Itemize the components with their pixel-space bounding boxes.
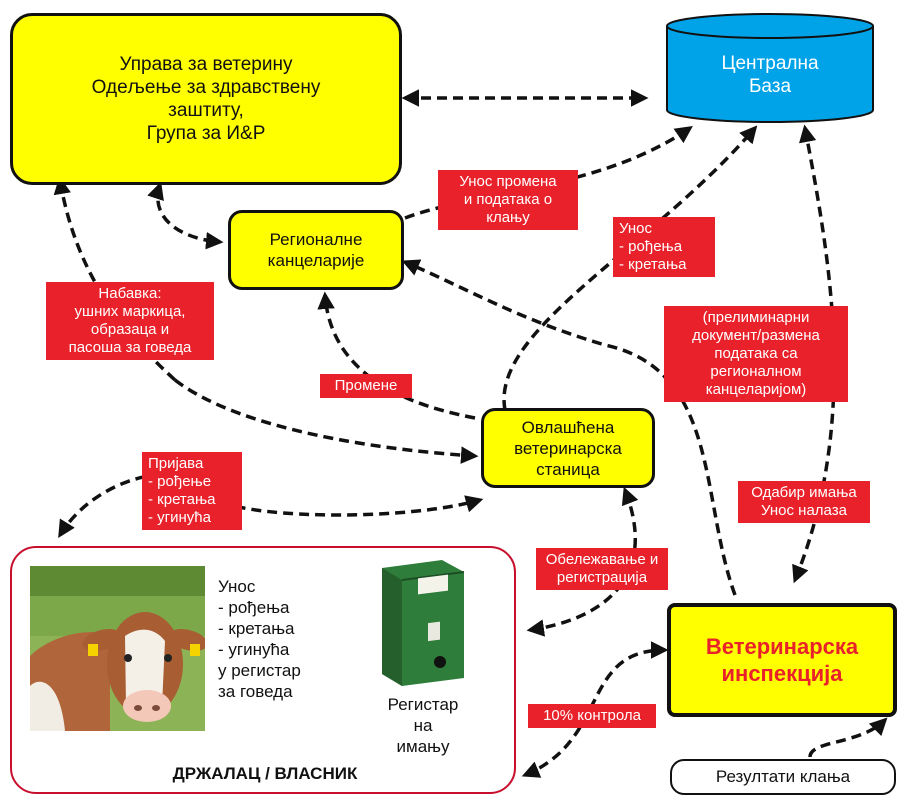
uprava-node: Управа за ветерину Одељење за здравствен… [10, 13, 402, 185]
binder-icon [382, 560, 465, 686]
label-prijava: Пријава - рођење - кретања - угинућа [142, 452, 242, 530]
arrow-rezultati-inspekcija [808, 717, 888, 758]
label-preliminarni: (прелиминарни документ/размена података … [664, 306, 848, 402]
regionalne-node: Регионалне канцеларије [228, 210, 404, 290]
cow-image [30, 566, 205, 731]
arrow-regionalne-baza [404, 126, 693, 220]
uprava-text: Управа за ветерину Одељење за здравствен… [91, 54, 321, 144]
arrow-stanica-regionalne [317, 291, 476, 420]
baza-text: Централна База [721, 53, 819, 97]
arrow-stanica-baza [502, 125, 758, 411]
owner-unos-text: Унос - рођења - кретања - угинућа у реги… [218, 577, 301, 701]
arrow-owner-stanica [526, 486, 639, 637]
arrow-prijava [58, 472, 484, 538]
database-icon [666, 13, 874, 123]
inspekcija-node: Ветеринарска инспекција [667, 603, 897, 717]
label-unos-promena: Унос промена и података о клању [438, 170, 578, 230]
rezultati-klanja-node: Резултати клања [670, 759, 896, 795]
stanica-node: Овлашћена ветеринарска станица [481, 408, 655, 488]
arrow-nabavka-stanica [173, 378, 479, 464]
arrow-uprava-regionalne [147, 181, 224, 250]
label-odabir: Одабир имања Унос налаза [738, 481, 870, 523]
label-kontrola: 10% контрола [528, 704, 656, 728]
arrow-inspekcija-owner [521, 641, 669, 778]
arrow-inspekcija-regionalne [401, 259, 737, 596]
label-nabavka: Набавка: ушних маркица, образаца и пасош… [46, 282, 214, 360]
label-obelezavanje: Обележавање и регистрација [536, 548, 668, 590]
label-promene: Промене [320, 374, 412, 398]
owner-title: ДРЖАЛАЦ / ВЛАСНИК [172, 764, 358, 783]
centralna-baza-node: Централна База [665, 12, 875, 124]
drzalac-box: Унос - рођења - кретања - угинућа у реги… [10, 546, 516, 794]
owner-registar-text: Регистар на имању [387, 695, 459, 756]
label-unos-rodjenja: Унос - рођења - кретања [613, 217, 715, 277]
